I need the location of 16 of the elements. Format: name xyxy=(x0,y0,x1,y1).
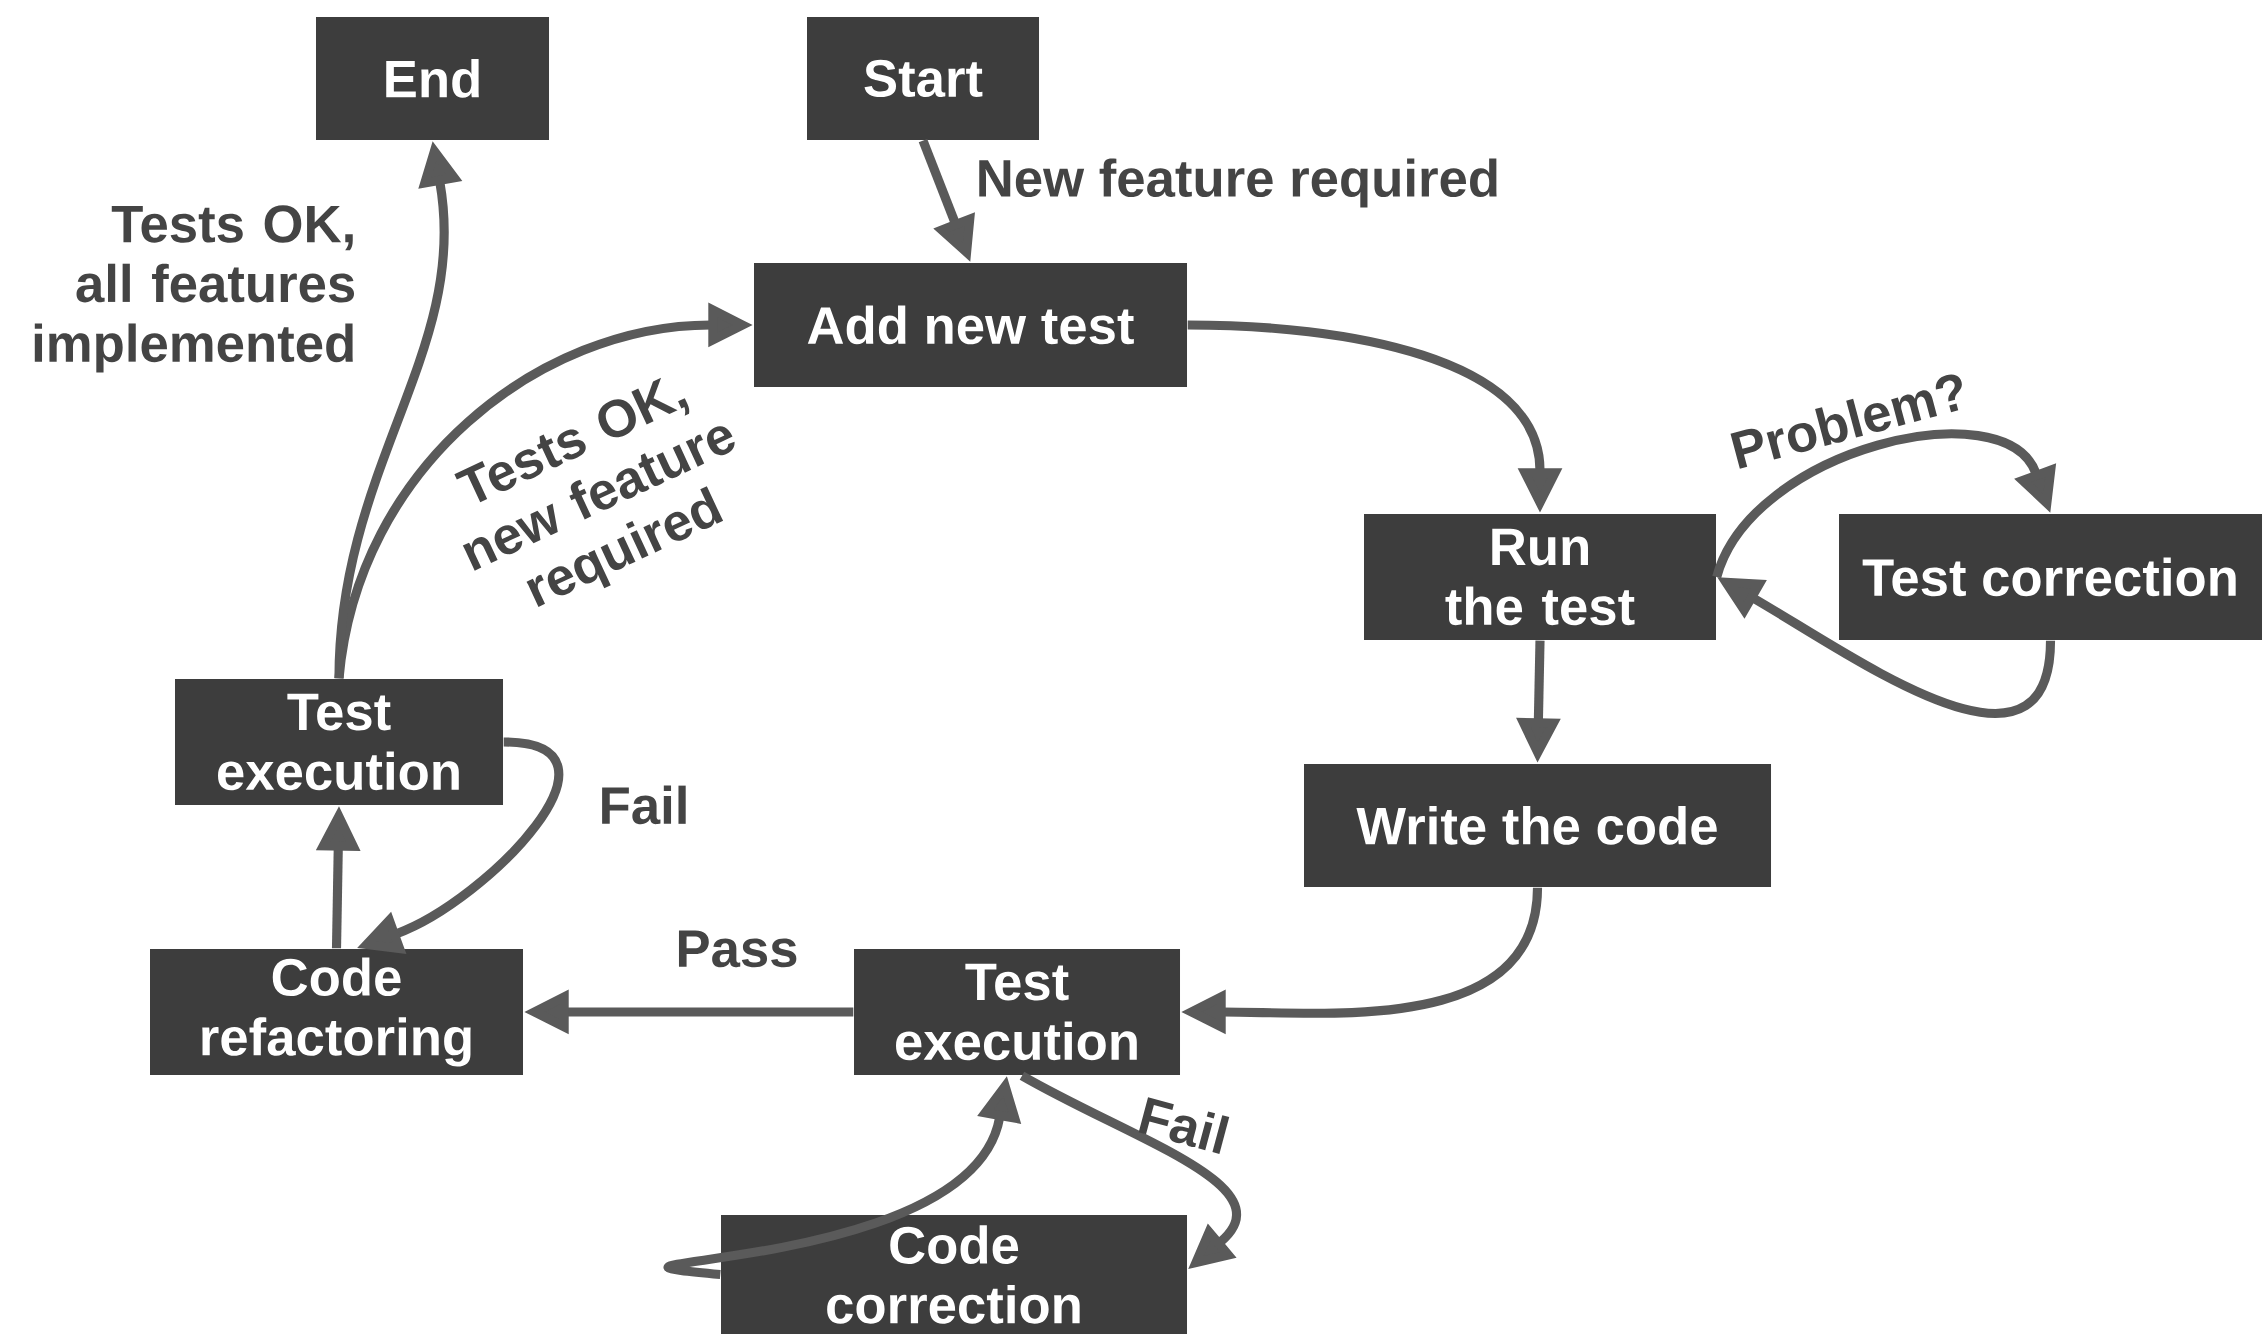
process-box: Add new test xyxy=(754,263,1187,387)
edge-label: New feature required xyxy=(979,158,1497,208)
process-box: Run the test xyxy=(1364,514,1716,640)
process-box: Start xyxy=(807,17,1039,140)
process-box: Test correction xyxy=(1839,514,2262,640)
edge-label: Fail xyxy=(1138,1097,1230,1154)
edge-label: Tests OK, all features implemented xyxy=(34,205,355,373)
process-box: Write the code xyxy=(1304,764,1771,887)
process-box: Test execution xyxy=(854,949,1180,1075)
edge-label: Fail xyxy=(602,785,686,825)
process-box: Code correction xyxy=(721,1215,1187,1334)
process-box: Code refactoring xyxy=(150,949,523,1075)
process-box: End xyxy=(316,17,549,140)
arrow xyxy=(1712,429,2057,579)
process-box: Test execution xyxy=(175,679,503,805)
edge-label: Pass xyxy=(678,930,797,968)
